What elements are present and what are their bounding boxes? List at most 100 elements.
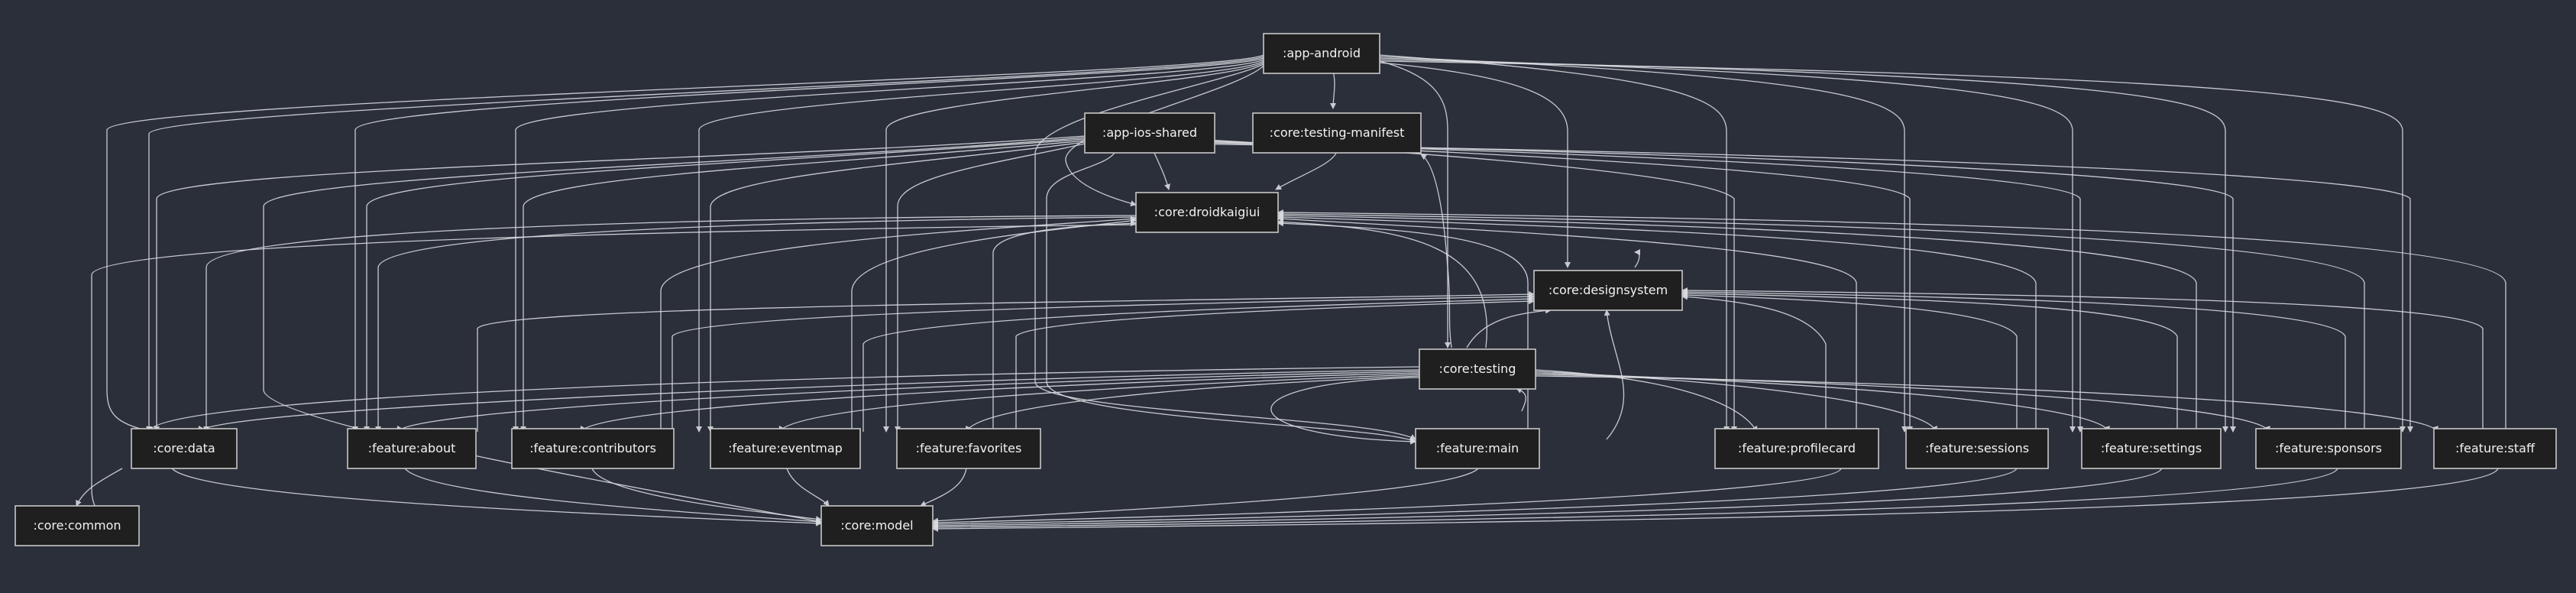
node-label: :core:testing-manifest xyxy=(1270,125,1405,140)
edge xyxy=(1168,141,2236,433)
node-box xyxy=(710,428,861,469)
edge xyxy=(1277,220,1529,432)
edge xyxy=(932,468,1479,524)
edge xyxy=(992,220,1137,432)
edge xyxy=(76,468,123,507)
edge xyxy=(920,468,967,507)
edge xyxy=(1168,137,1737,433)
edge xyxy=(1535,374,2270,433)
module-node-app-ios-shared[interactable]: :app-ios-shared xyxy=(1084,112,1215,154)
module-node-feature-staff[interactable]: :feature:staff xyxy=(2433,428,2557,469)
edge xyxy=(1420,154,1452,348)
edge xyxy=(707,141,1086,433)
edge xyxy=(1634,249,1641,268)
edge xyxy=(932,468,2163,529)
node-label: :feature:about xyxy=(368,441,456,455)
edge xyxy=(404,468,822,525)
edge xyxy=(1275,151,1338,190)
node-box xyxy=(2433,428,2557,469)
edge xyxy=(778,374,1420,433)
edge xyxy=(696,60,1264,433)
module-node-core-designsystem[interactable]: :core:designsystem xyxy=(1533,270,1683,311)
edge xyxy=(146,366,1420,433)
module-node-feature-settings[interactable]: :feature:settings xyxy=(2081,428,2222,469)
edge xyxy=(1681,292,2018,432)
node-box xyxy=(1135,192,1279,233)
edge xyxy=(1681,289,2346,432)
module-node-core-testing[interactable]: :core:testing xyxy=(1419,348,1536,390)
node-box xyxy=(1263,33,1380,74)
node-box xyxy=(347,428,477,469)
edge xyxy=(1153,151,1170,190)
module-node-feature-eventmap[interactable]: :feature:eventmap xyxy=(710,428,861,469)
node-label: :core:common xyxy=(33,518,121,533)
node-label: :core:data xyxy=(153,441,215,455)
edge xyxy=(1681,290,2178,432)
edge xyxy=(513,59,1264,433)
edge xyxy=(1379,56,1908,433)
module-node-core-droidkaigiui[interactable]: :core:droidkaigiui xyxy=(1135,192,1279,233)
edge xyxy=(91,224,1137,530)
module-node-feature-main[interactable]: :feature:main xyxy=(1415,428,1540,469)
edge xyxy=(1168,143,2413,433)
node-box xyxy=(2255,428,2402,469)
edge xyxy=(1065,65,1264,207)
module-node-feature-contributors[interactable]: :feature:contributors xyxy=(511,428,675,469)
edge xyxy=(1681,293,1827,432)
edge xyxy=(1277,209,2506,432)
node-box xyxy=(820,505,934,546)
node-box xyxy=(15,505,140,546)
node-box xyxy=(1714,428,1879,469)
module-node-feature-sessions[interactable]: :feature:sessions xyxy=(1905,428,2049,469)
module-node-feature-profilecard[interactable]: :feature:profilecard xyxy=(1714,428,1879,469)
module-node-core-common[interactable]: :core:common xyxy=(15,505,140,546)
edge xyxy=(1379,54,1730,433)
edge xyxy=(1516,387,1526,412)
edge xyxy=(786,468,830,507)
edge xyxy=(364,138,1086,433)
node-label: :app-ios-shared xyxy=(1102,125,1197,140)
edge xyxy=(851,217,1137,432)
edge xyxy=(154,135,1086,433)
edge xyxy=(1466,307,1552,348)
module-node-feature-sponsors[interactable]: :feature:sponsors xyxy=(2255,428,2402,469)
edge xyxy=(263,137,1086,524)
edge xyxy=(932,468,2338,530)
edge xyxy=(203,215,1137,433)
node-label: :feature:sessions xyxy=(1925,441,2029,455)
module-node-app-android[interactable]: :app-android xyxy=(1263,33,1380,74)
edge xyxy=(375,216,1137,433)
module-node-feature-favorites[interactable]: :feature:favorites xyxy=(896,428,1041,469)
node-box xyxy=(1252,112,1422,154)
node-label: :feature:sponsors xyxy=(2275,441,2382,455)
module-node-core-data[interactable]: :core:data xyxy=(131,428,238,469)
edge xyxy=(883,62,1264,433)
edge xyxy=(1277,219,1487,348)
edge xyxy=(1379,59,2228,433)
edge xyxy=(862,296,1535,432)
node-label: :feature:contributors xyxy=(529,441,656,455)
edge xyxy=(1277,214,2037,432)
node-label: :feature:profilecard xyxy=(1738,441,1856,455)
dependency-edges xyxy=(76,54,2506,532)
node-label: :app-android xyxy=(1283,46,1361,60)
module-node-feature-about[interactable]: :feature:about xyxy=(347,428,477,469)
edge xyxy=(1379,62,1571,268)
node-label: :feature:eventmap xyxy=(728,441,843,455)
edge xyxy=(146,56,1264,433)
edge xyxy=(1379,60,1451,348)
node-box xyxy=(1084,112,1215,154)
node-box xyxy=(511,428,675,469)
edge xyxy=(660,215,1137,432)
node-label: :feature:settings xyxy=(2101,441,2202,455)
edge xyxy=(1535,375,2438,433)
module-node-core-model[interactable]: :core:model xyxy=(820,505,934,546)
node-box xyxy=(1415,428,1540,469)
edge xyxy=(1046,151,1416,442)
module-node-core-testing-manifest[interactable]: :core:testing-manifest xyxy=(1252,112,1422,154)
edge xyxy=(1277,211,2365,432)
edge xyxy=(591,468,822,523)
edge xyxy=(932,468,2018,527)
edge xyxy=(396,371,1420,433)
